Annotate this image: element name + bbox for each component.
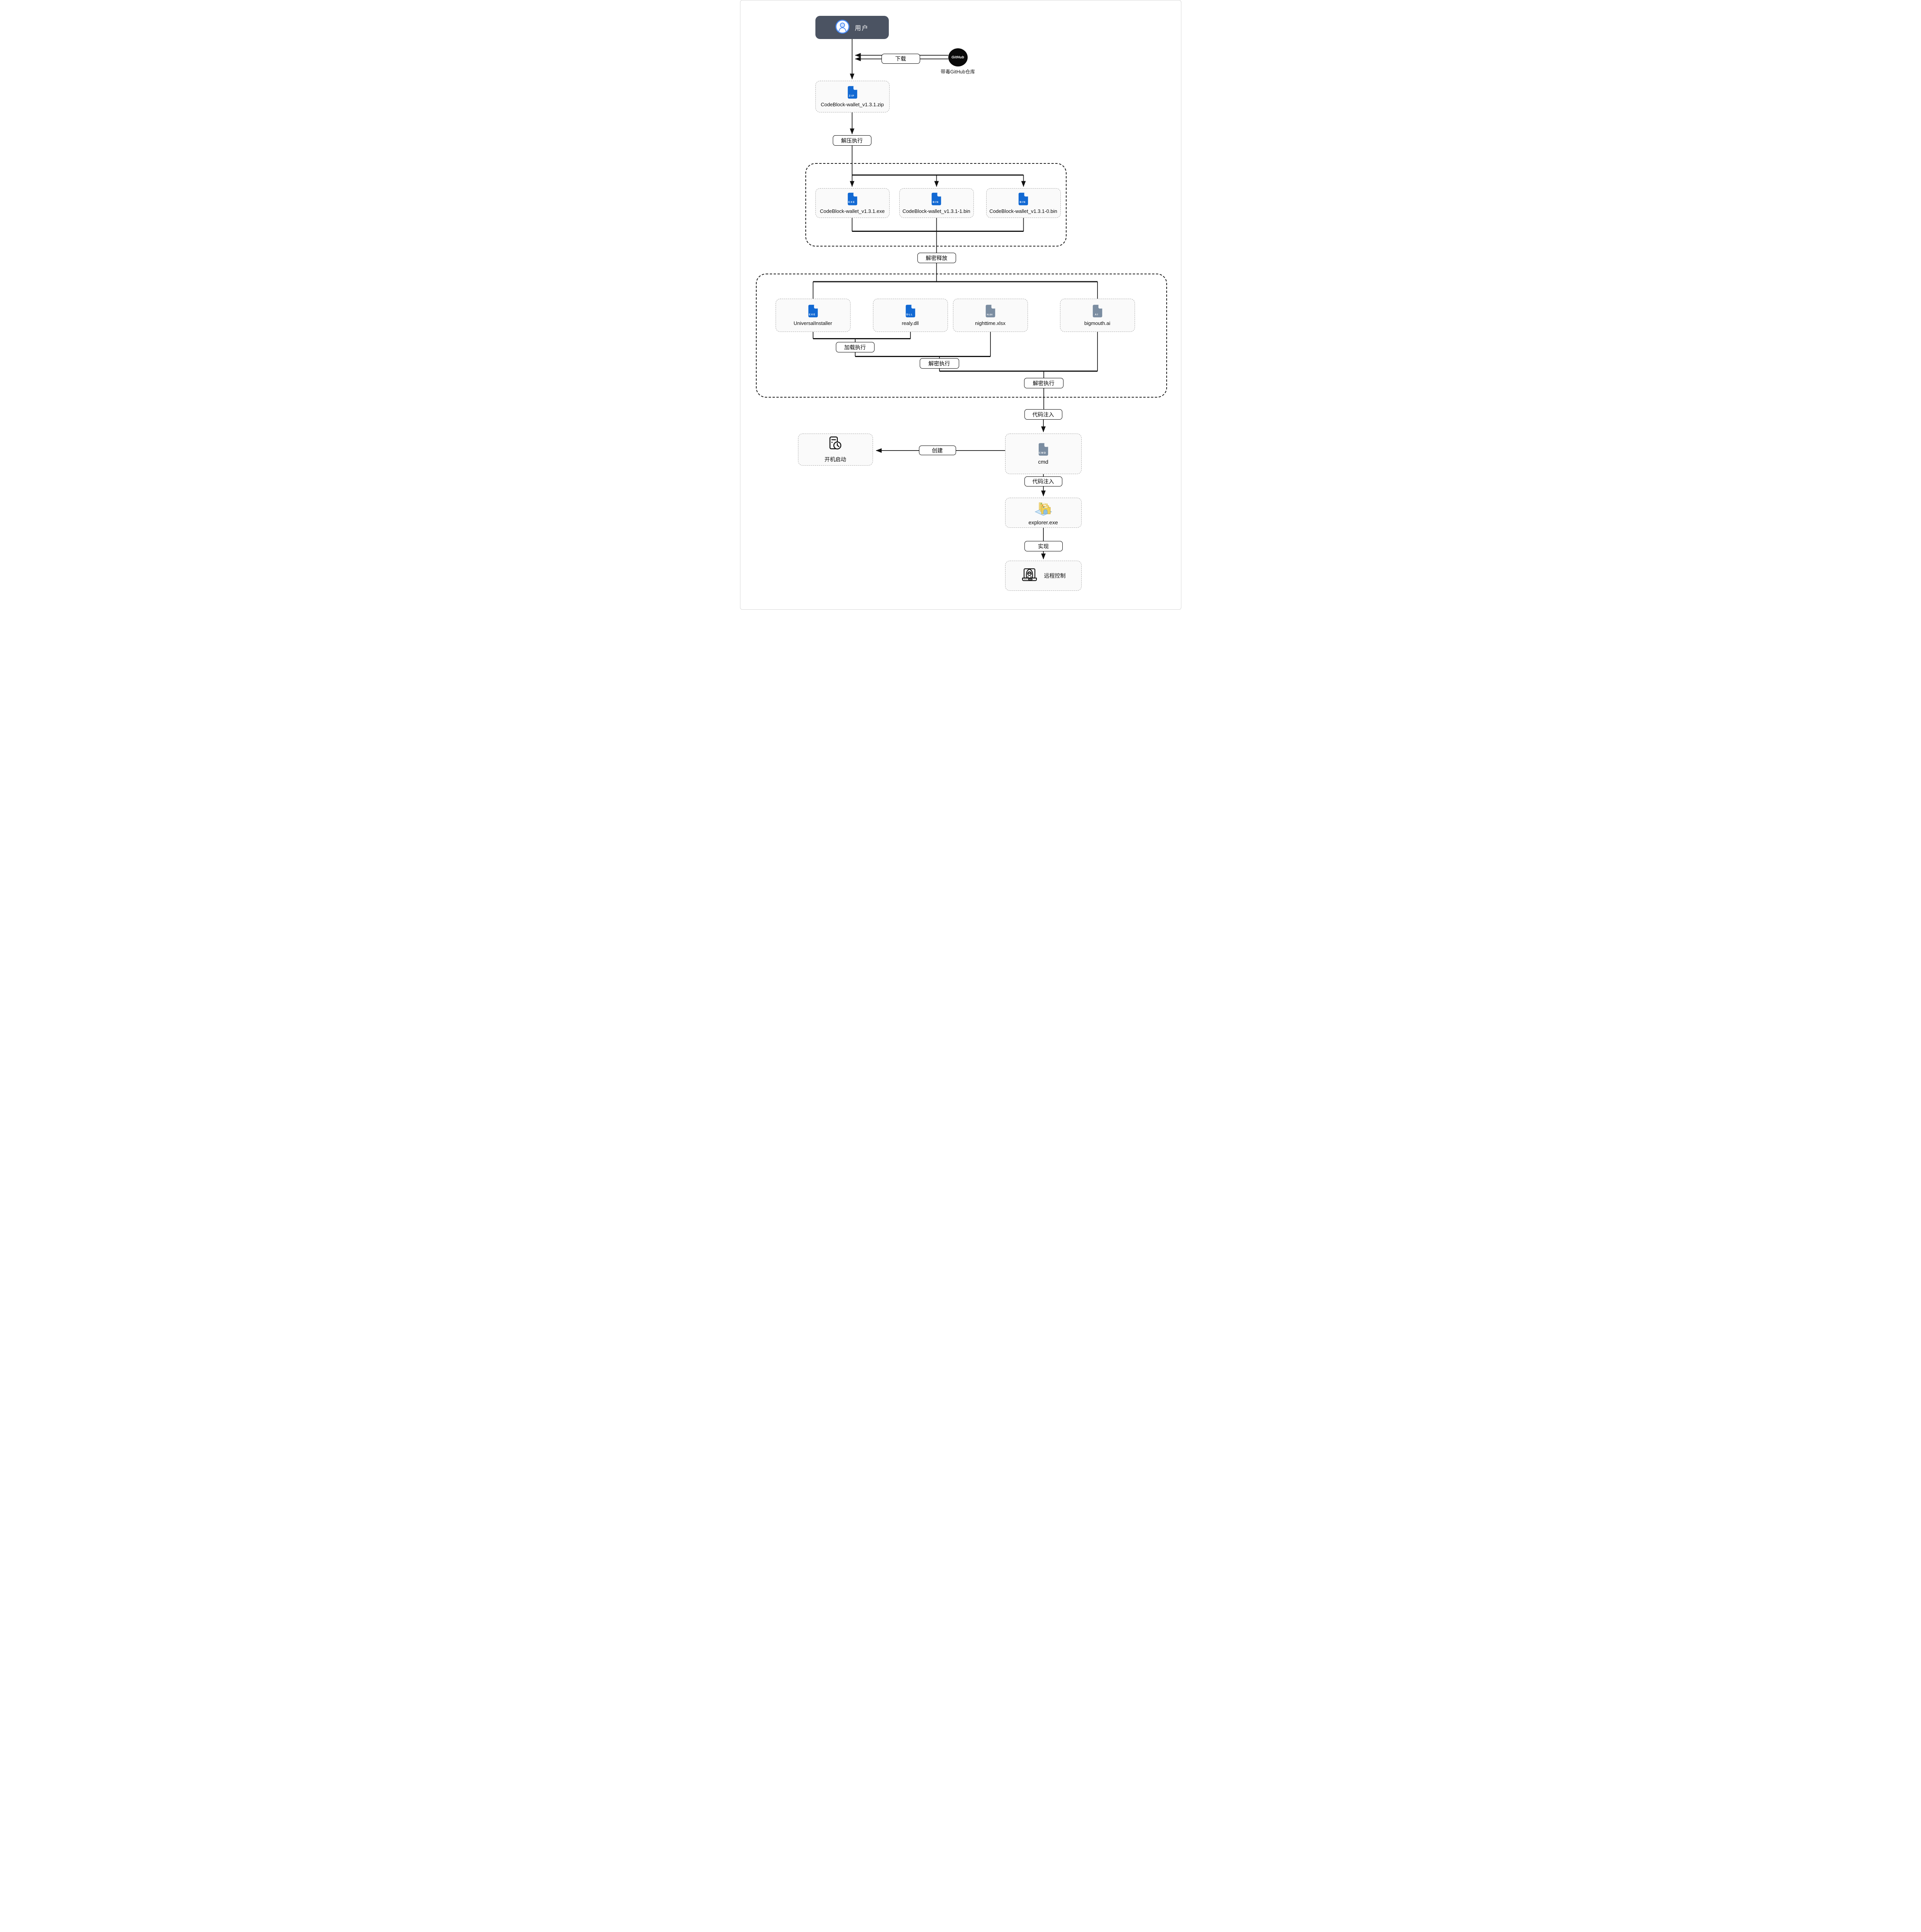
zip-file-icon: ZIP	[847, 86, 858, 99]
file-caption: CodeBlock-wallet_v1.3.1.zip	[820, 102, 884, 107]
node-installer: EXE UniversalInstaller	[775, 299, 851, 332]
edge-label-create: 创建	[919, 446, 956, 455]
node-cmd: CMD cmd	[1005, 434, 1082, 474]
file-caption: CodeBlock-wallet_v1.3.1-1.bin	[902, 208, 970, 214]
dropped-files-cluster	[805, 163, 1067, 247]
file-badge: EXE	[848, 201, 855, 204]
node-ai: AI bigmouth.ai	[1060, 299, 1135, 332]
file-caption: CodeBlock-wallet_v1.3.1-0.bin	[989, 208, 1057, 214]
file-badge: BIN	[932, 201, 939, 204]
exe-file-icon: EXE	[847, 192, 858, 206]
decrypted-payload-cluster	[755, 274, 1167, 398]
connector-layer	[812, 39, 1098, 560]
file-caption: 远程控制	[1044, 573, 1066, 579]
bin-file-icon: BIN	[931, 192, 941, 206]
node-user: 用户	[815, 16, 889, 39]
file-badge: EXE	[809, 313, 816, 316]
file-caption: 开机启动	[824, 456, 846, 463]
edge-label-unzip-exec: 解压执行	[832, 135, 871, 146]
cmd-file-icon: CMD	[1038, 443, 1048, 456]
edge-label-decrypt-exec-2: 解密执行	[1024, 378, 1063, 388]
file-badge: CMD	[1039, 451, 1046, 454]
file-caption: realy.dll	[902, 320, 919, 326]
explorer-folders-icon	[1034, 500, 1053, 518]
exe-file-icon: EXE	[808, 304, 818, 318]
edge-label-code-inject-2: 代码注入	[1024, 476, 1062, 486]
boot-schedule-icon	[827, 436, 844, 454]
file-badge: AI	[1095, 313, 1099, 316]
node-explorer: explorer.exe	[1005, 498, 1082, 528]
file-caption: nighttime.xlsx	[975, 320, 1006, 326]
edge-label-decrypt-exec-1: 解密执行	[919, 358, 959, 369]
file-caption: UniversalInstaller	[793, 320, 832, 326]
diagram-canvas: 用户 GitHub 带毒GitHub仓库 ZIP CodeBlock-walle…	[740, 0, 1181, 610]
github-icon: GitHub	[948, 48, 968, 66]
node-exe-file: EXE CodeBlock-wallet_v1.3.1.exe	[815, 188, 890, 218]
file-badge: ZIP	[849, 94, 855, 97]
edge-label-decrypt-release: 解密释放	[917, 253, 956, 263]
edge-label-realize: 实现	[1024, 541, 1063, 551]
file-caption: CodeBlock-wallet_v1.3.1.exe	[820, 208, 885, 214]
file-caption: bigmouth.ai	[1084, 320, 1111, 326]
file-badge: DLL	[906, 313, 913, 316]
node-bin1-file: BIN CodeBlock-wallet_v1.3.1-1.bin	[899, 188, 974, 218]
node-remote-control: 远程控制	[1005, 561, 1082, 591]
user-label: 用户	[854, 25, 869, 32]
node-bin0-file: BIN CodeBlock-wallet_v1.3.1-0.bin	[986, 188, 1061, 218]
dll-file-icon: DLL	[905, 304, 915, 318]
edge-label-load-exec: 加载执行	[835, 342, 875, 352]
hacker-laptop-icon	[1021, 567, 1038, 585]
file-caption: explorer.exe	[1028, 519, 1058, 526]
xlsx-file-icon: XLSX	[985, 304, 995, 318]
file-caption: cmd	[1038, 459, 1048, 465]
user-icon	[835, 19, 850, 36]
node-zip-file: ZIP CodeBlock-wallet_v1.3.1.zip	[815, 81, 890, 112]
bin-file-icon: BIN	[1018, 192, 1028, 206]
edge-label-code-inject-1: 代码注入	[1024, 409, 1062, 420]
file-badge: BIN	[1019, 201, 1026, 204]
file-badge: XLSX	[987, 313, 993, 316]
edge-label-download: 下载	[881, 54, 920, 64]
node-boot-startup: 开机启动	[798, 434, 873, 466]
github-logo-text: GitHub	[951, 55, 964, 60]
github-caption: 带毒GitHub仓库	[941, 69, 975, 75]
node-dll: DLL realy.dll	[873, 299, 948, 332]
ai-file-icon: AI	[1092, 304, 1103, 318]
node-xlsx: XLSX nighttime.xlsx	[953, 299, 1028, 332]
